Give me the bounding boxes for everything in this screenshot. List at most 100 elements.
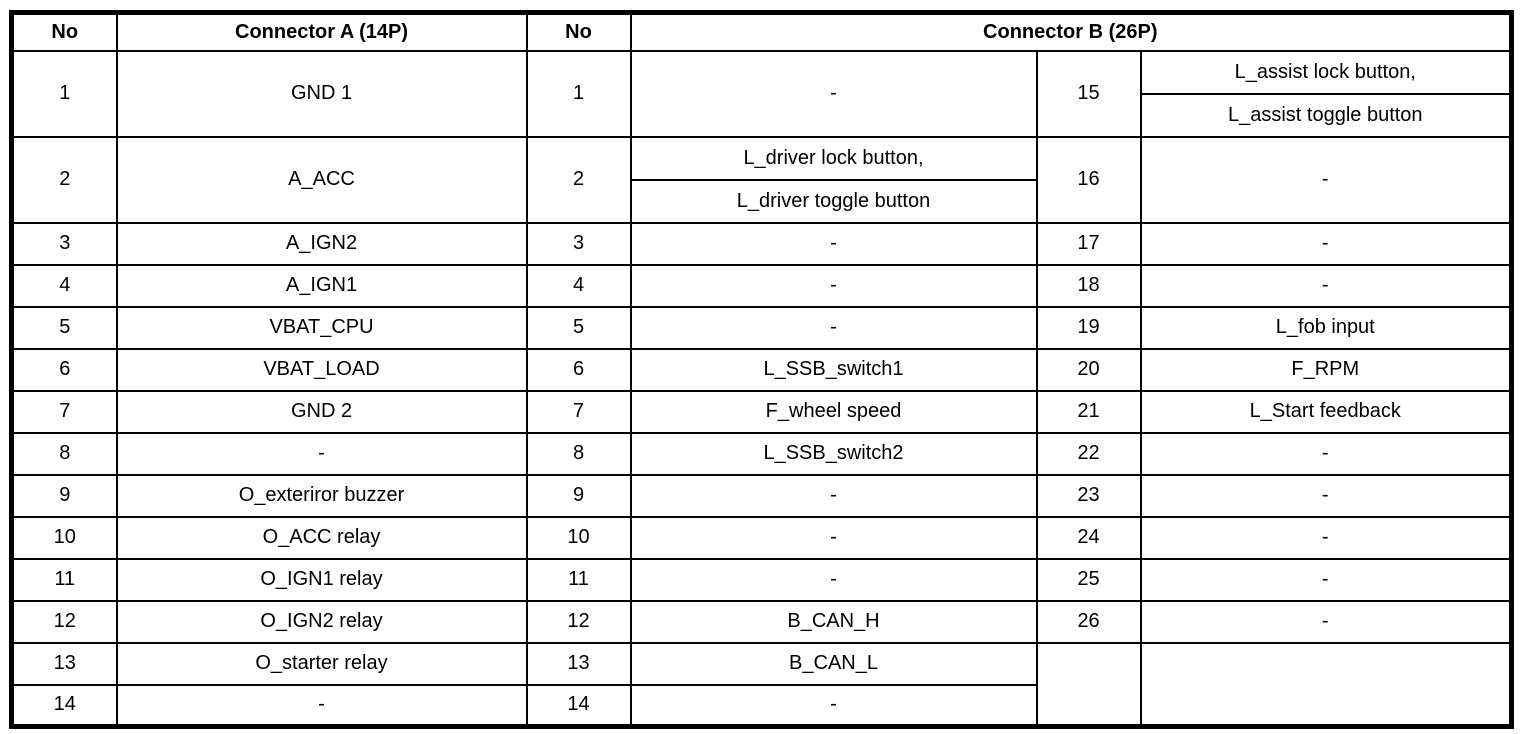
b-pin-no: 20 (1035, 347, 1142, 392)
header-no-b: No (525, 11, 632, 52)
b-pin-signal: L_Start feedback (1139, 389, 1513, 434)
a-pin-no: 10 (10, 515, 118, 560)
b-pin-signal: - (629, 683, 1038, 728)
b-pin-signal-split-cell: L_assist lock button, L_assist toggle bu… (1139, 49, 1513, 138)
b-pin-signal: L_SSB_switch2 (629, 431, 1038, 476)
b-pin-signal: - (629, 515, 1038, 560)
a-pin-signal: VBAT_LOAD (115, 347, 528, 392)
b-pin-signal-split-cell: L_driver lock button, L_driver toggle bu… (629, 135, 1038, 224)
b-pin-no: 4 (525, 263, 632, 308)
b-pin-signal: - (1139, 599, 1513, 644)
a-pin-no: 8 (10, 431, 118, 476)
table-row: 2 A_ACC 2 L_driver lock button, L_driver… (10, 135, 1513, 224)
a-pin-no: 6 (10, 347, 118, 392)
b-pin-signal: - (629, 221, 1038, 266)
b-pin-no: 22 (1035, 431, 1142, 476)
table-row: 1 GND 1 1 - 15 L_assist lock button, L_a… (10, 49, 1513, 138)
b-pin-no: 24 (1035, 515, 1142, 560)
b-pin-signal-line1: L_driver lock button, (632, 139, 1035, 181)
a-pin-no: 12 (10, 599, 118, 644)
b-pin-signal: - (1139, 135, 1513, 224)
header-connector-a: Connector A (14P) (115, 11, 528, 52)
b-pin-signal: B_CAN_H (629, 599, 1038, 644)
a-pin-signal: - (115, 683, 528, 728)
table-row: 4 A_IGN1 4 - 18 - (10, 263, 1513, 308)
a-pin-signal: - (115, 431, 528, 476)
table-row: 7 GND 2 7 F_wheel speed 21 L_Start feedb… (10, 389, 1513, 434)
connector-pinout-table: No Connector A (14P) No Connector B (26P… (9, 10, 1515, 729)
b-pin-signal: B_CAN_L (629, 641, 1038, 686)
a-pin-no: 3 (10, 221, 118, 266)
b-pin-no: 7 (525, 389, 632, 434)
a-pin-signal: VBAT_CPU (115, 305, 528, 350)
a-pin-no: 11 (10, 557, 118, 602)
a-pin-no: 4 (10, 263, 118, 308)
b-pin-signal: L_SSB_switch1 (629, 347, 1038, 392)
b-pin-no: 3 (525, 221, 632, 266)
a-pin-no: 9 (10, 473, 118, 518)
b-pin-signal: - (629, 263, 1038, 308)
table-row: 10 O_ACC relay 10 - 24 - (10, 515, 1513, 560)
table-row: 13 O_starter relay 13 B_CAN_L (10, 641, 1513, 728)
a-pin-signal: GND 2 (115, 389, 528, 434)
b-pin-signal: - (629, 473, 1038, 518)
a-pin-signal: O_exteriror buzzer (115, 473, 528, 518)
a-pin-no: 2 (10, 135, 118, 224)
a-pin-no: 14 (10, 683, 118, 728)
b-pin-signal: - (1139, 515, 1513, 560)
b-pin-signal: - (1139, 557, 1513, 602)
split-signal: L_assist lock button, L_assist toggle bu… (1142, 53, 1510, 135)
b-pin-signal: L_fob input (1139, 305, 1513, 350)
b-pin-no: 19 (1035, 305, 1142, 350)
b-pin-no: 9 (525, 473, 632, 518)
b-pin-no: 5 (525, 305, 632, 350)
b-pin-signal: - (629, 305, 1038, 350)
b-pin-signal: - (629, 557, 1038, 602)
b-pin-no-empty (1035, 641, 1142, 728)
table-row: 12 O_IGN2 relay 12 B_CAN_H 26 - (10, 599, 1513, 644)
a-pin-signal: A_ACC (115, 135, 528, 224)
a-pin-signal: O_starter relay (115, 641, 528, 686)
b-pin-signal: - (629, 49, 1038, 138)
b-pin-signal-empty (1139, 641, 1513, 728)
b-pin-no: 17 (1035, 221, 1142, 266)
header-row: No Connector A (14P) No Connector B (26P… (10, 11, 1513, 52)
a-pin-no: 5 (10, 305, 118, 350)
table-row: 9 O_exteriror buzzer 9 - 23 - (10, 473, 1513, 518)
b-pin-no: 1 (525, 49, 632, 138)
b-pin-no: 12 (525, 599, 632, 644)
b-pin-signal-line2: L_assist toggle button (1227, 103, 1423, 126)
b-pin-no: 25 (1035, 557, 1142, 602)
b-pin-no: 6 (525, 347, 632, 392)
a-pin-signal: O_IGN2 relay (115, 599, 528, 644)
b-pin-no: 2 (525, 135, 632, 224)
table-row: 8 - 8 L_SSB_switch2 22 - (10, 431, 1513, 476)
b-pin-signal-line1: L_assist lock button, (1142, 53, 1510, 95)
a-pin-signal: A_IGN1 (115, 263, 528, 308)
b-pin-no: 21 (1035, 389, 1142, 434)
table-row: 11 O_IGN1 relay 11 - 25 - (10, 557, 1513, 602)
b-pin-signal: - (1139, 473, 1513, 518)
table-row: 3 A_IGN2 3 - 17 - (10, 221, 1513, 266)
b-pin-signal: - (1139, 263, 1513, 308)
b-pin-no: 13 (525, 641, 632, 686)
split-signal: L_driver lock button, L_driver toggle bu… (632, 139, 1035, 221)
a-pin-no: 7 (10, 389, 118, 434)
b-pin-no: 8 (525, 431, 632, 476)
table-row: 14 - 14 - (10, 683, 1512, 728)
a-pin-no: 1 (10, 49, 118, 138)
b-pin-no: 10 (525, 515, 632, 560)
b-pin-signal: - (1139, 431, 1513, 476)
b-pin-no: 14 (525, 683, 632, 728)
b-pin-signal-line2: L_driver toggle button (736, 189, 931, 212)
b-pin-no: 26 (1035, 599, 1142, 644)
b-pin-no: 16 (1035, 135, 1142, 224)
b-pin-signal: F_RPM (1139, 347, 1513, 392)
table-row: 6 VBAT_LOAD 6 L_SSB_switch1 20 F_RPM (10, 347, 1513, 392)
b-pin-no: 23 (1035, 473, 1142, 518)
header-connector-b: Connector B (26P) (629, 11, 1513, 52)
a-pin-signal: O_ACC relay (115, 515, 528, 560)
a-pin-signal: O_IGN1 relay (115, 557, 528, 602)
table-row: 5 VBAT_CPU 5 - 19 L_fob input (10, 305, 1513, 350)
